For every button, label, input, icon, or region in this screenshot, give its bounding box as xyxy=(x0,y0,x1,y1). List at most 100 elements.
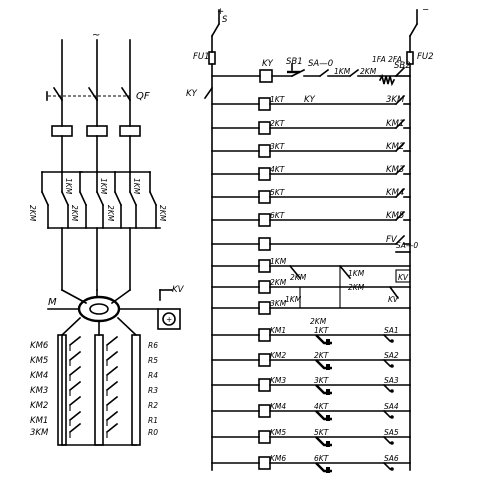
coil xyxy=(258,328,271,342)
resistor-label: R1 xyxy=(148,416,158,425)
reversing-contacts xyxy=(40,171,158,207)
step-contact xyxy=(105,380,119,392)
sa-label: SA5 xyxy=(384,428,399,437)
fu1-label: FU1 xyxy=(193,52,210,62)
contact-label: KM1 xyxy=(386,119,404,129)
coil-label: KM6 xyxy=(270,454,286,463)
coil-label: 4KT xyxy=(270,165,286,174)
coil-label: 6KT xyxy=(270,211,286,220)
coil xyxy=(258,144,271,158)
coil-label: 2KM xyxy=(270,278,287,287)
sa-contact xyxy=(382,358,392,368)
plus-sign: + xyxy=(217,7,224,17)
contact xyxy=(394,187,406,199)
contactor-label: KM3 xyxy=(30,386,48,396)
step-contact xyxy=(105,422,119,434)
sa0-label: SA—0 xyxy=(396,241,418,250)
contact-label: 1KM xyxy=(285,295,302,304)
fa-top-label: 1FA 2FA xyxy=(372,55,402,64)
coil xyxy=(258,213,271,227)
control-circuit: + S − FU1 FU2 KY SB1 SA—0 1KM 2KM 1F xyxy=(186,5,434,473)
coil-label: KM2 xyxy=(270,351,286,360)
contactor-label: 3KM xyxy=(30,428,49,438)
aux-label-4: 2KM xyxy=(158,205,167,222)
resistor-bank xyxy=(57,334,141,446)
resistor-label: R2 xyxy=(148,401,158,410)
step-contact xyxy=(105,410,119,422)
timer-label: 2KT xyxy=(314,351,330,360)
contact xyxy=(394,210,406,222)
contact-label: 2KM xyxy=(348,283,365,292)
coil-label: KM3 xyxy=(270,376,286,385)
contact-label: KM2 xyxy=(386,142,404,152)
sa-dot xyxy=(390,415,394,419)
brake-relay: + xyxy=(118,289,181,330)
coil xyxy=(258,280,271,294)
power-circuit: ~ QF xyxy=(28,30,185,446)
relay-block-3 xyxy=(119,125,141,137)
contact-label: 1KM xyxy=(348,269,365,278)
contact-label: KV xyxy=(398,273,409,282)
coil xyxy=(258,353,271,367)
step-contact xyxy=(68,410,82,422)
coil xyxy=(258,121,271,135)
step-contact xyxy=(68,365,82,377)
timer-label: 4KT xyxy=(314,402,330,411)
sa-label: SA1 xyxy=(384,326,399,335)
sa-dot xyxy=(390,389,394,393)
contactor-label: KM2 xyxy=(30,401,48,411)
resistor-label: R5 xyxy=(148,356,158,365)
sa0-top-label: SA—0 xyxy=(308,59,333,69)
ky-top-label: KY xyxy=(262,59,274,69)
step-contact xyxy=(105,335,119,347)
aux-label-3: 2KM xyxy=(106,205,115,222)
minus-sign: − xyxy=(422,5,429,15)
sa-contact xyxy=(382,333,392,343)
relay-block-2 xyxy=(86,125,108,137)
coil-label: KM1 xyxy=(270,326,286,335)
sa-contact xyxy=(382,461,392,471)
contact xyxy=(394,141,406,153)
step-contact xyxy=(68,380,82,392)
coil xyxy=(258,259,271,273)
step-contact xyxy=(68,422,82,434)
coil-label: 1KT xyxy=(270,95,286,104)
contact-label: KM4 xyxy=(386,188,404,198)
sa-contact xyxy=(382,409,392,419)
coil xyxy=(258,456,271,470)
aux-label-2: 2KM xyxy=(70,205,79,222)
coil-label: 2KT xyxy=(270,119,286,128)
kv-box xyxy=(395,269,411,283)
timer-label: 6KT xyxy=(314,454,330,463)
coil xyxy=(258,97,271,111)
resistor-label: R3 xyxy=(148,386,158,395)
resistor-label: R6 xyxy=(148,341,158,350)
coil xyxy=(258,237,271,251)
coil xyxy=(258,404,271,418)
contact-label: KY xyxy=(304,95,316,105)
coil-ky xyxy=(259,69,273,83)
breaker-label: QF xyxy=(136,91,150,102)
step-contact xyxy=(68,335,82,347)
motor xyxy=(47,295,121,323)
aux-label-1: 2KM xyxy=(28,205,37,222)
ac-symbol: ~ xyxy=(92,30,100,41)
timer-mark xyxy=(326,339,330,345)
contact-label: 2KM xyxy=(290,273,307,282)
resistor-label: R0 xyxy=(148,428,158,437)
timer-mark xyxy=(326,389,330,395)
contact-label: FV xyxy=(386,235,398,245)
sa-contact xyxy=(382,383,392,393)
step-contact xyxy=(68,395,82,407)
coil xyxy=(258,301,271,315)
contact xyxy=(394,94,406,106)
contactor-label: KM6 xyxy=(30,341,49,351)
km1-top-label: 1KM xyxy=(334,67,351,76)
ky-left-label: KY xyxy=(186,89,198,99)
sa-dot xyxy=(390,467,394,471)
coil-label: KM4 xyxy=(270,402,286,411)
coil-label: 3KT xyxy=(270,142,286,151)
sa-dot xyxy=(390,441,394,445)
contact-label: KM3 xyxy=(386,165,404,175)
